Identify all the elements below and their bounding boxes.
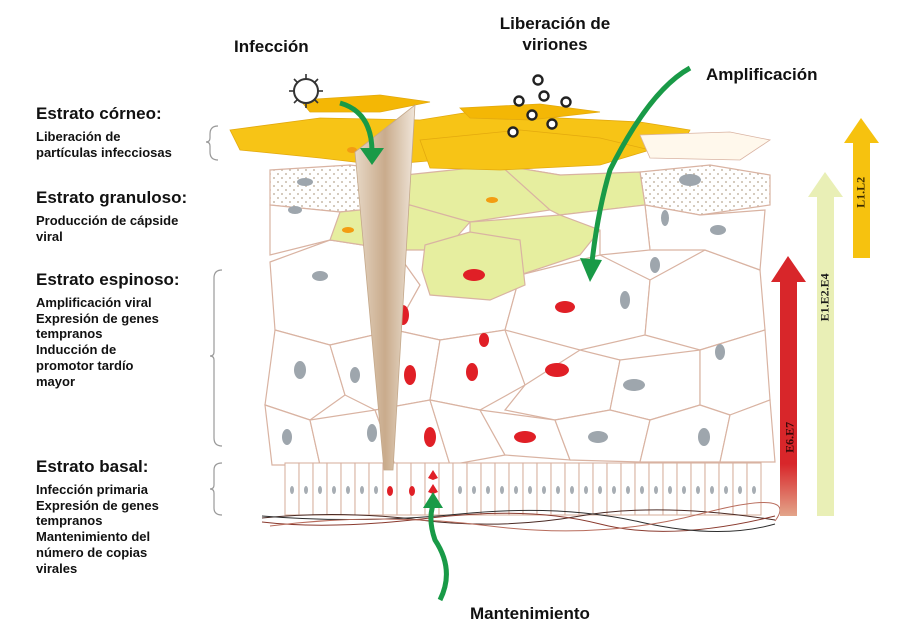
label-virion-release-line1: Liberación de (480, 14, 630, 35)
gene-arrow-e1e2e4 (808, 172, 843, 516)
gene-label-l1l2: L1.L2 (854, 167, 869, 217)
layer-spinous: Estrato espinoso: Amplificación viral Ex… (36, 270, 180, 390)
layer-line: Amplificación viral (36, 295, 180, 311)
label-virion-release: Liberación de viriones (480, 14, 630, 55)
layer-line: virales (36, 561, 159, 577)
gene-arrow-e6e7 (771, 256, 806, 516)
cell-layer-corneum (230, 95, 770, 170)
layer-line: Liberación de (36, 129, 172, 145)
layer-line: tempranos (36, 326, 180, 342)
layer-line: tempranos (36, 513, 159, 529)
label-infection: Infección (234, 37, 309, 58)
layer-title: Estrato granuloso: (36, 188, 187, 209)
layer-braces (206, 126, 222, 515)
virus-particle-icon (289, 74, 323, 108)
layer-line: mayor (36, 374, 180, 390)
label-virion-release-line2: viriones (480, 35, 630, 56)
layer-line: Expresión de genes (36, 498, 159, 514)
layer-line: número de copias (36, 545, 159, 561)
layer-basal: Estrato basal: Infección primaria Expres… (36, 457, 159, 577)
layer-title: Estrato basal: (36, 457, 159, 478)
layer-line: Mantenimiento del (36, 529, 159, 545)
layer-line: Inducción de (36, 342, 180, 358)
layer-line: promotor tardío (36, 358, 180, 374)
layer-line: partículas infecciosas (36, 145, 172, 161)
layer-line: viral (36, 229, 187, 245)
layer-line: Producción de cápside (36, 213, 187, 229)
label-amplification: Amplificación (706, 65, 817, 86)
layer-corneum: Estrato córneo: Liberación de partículas… (36, 104, 172, 160)
layer-line: Expresión de genes (36, 311, 180, 327)
gene-label-e6e7: E6.E7 (783, 417, 798, 457)
gene-label-e1e2e4: E1.E2.E4 (818, 267, 833, 327)
layer-title: Estrato córneo: (36, 104, 172, 125)
cell-layer-basal (285, 463, 761, 515)
layer-title: Estrato espinoso: (36, 270, 180, 291)
label-maintenance: Mantenimiento (470, 604, 590, 625)
layer-granular: Estrato granuloso: Producción de cápside… (36, 188, 187, 244)
layer-line: Infección primaria (36, 482, 159, 498)
